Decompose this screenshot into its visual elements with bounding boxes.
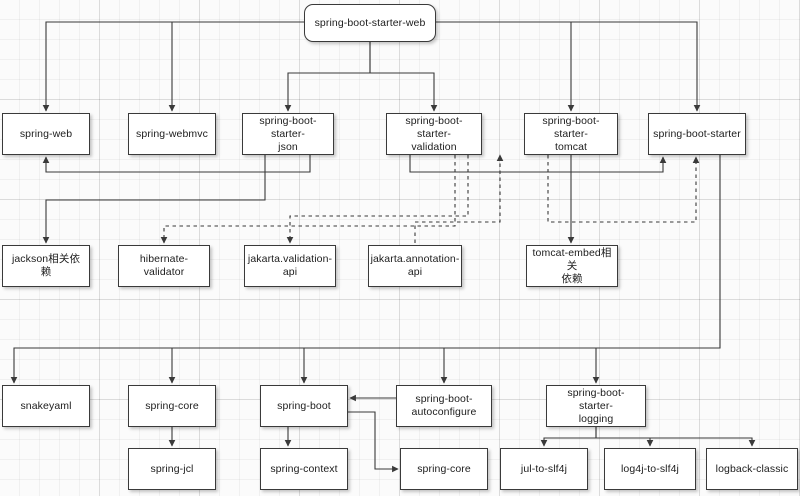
node-spring-jcl[interactable]: spring-jcl [128,448,216,490]
edge-sbs-bus-spring-boot [300,347,720,384]
node-label: tomcat-embed相关 依赖 [532,246,612,285]
node-label: snakeyaml [20,399,72,412]
edge-sbs-logging-log4j-to-slf4j [595,427,654,447]
edge-sbs-bus-sb-autoconfigure [440,347,720,384]
edge-sbs-validation-sbs [409,155,667,173]
node-logback-classic[interactable]: logback-classic [706,448,798,490]
node-label: spring-boot-starter- logging [567,386,625,425]
node-label: spring-boot-starter [653,127,741,140]
edge-sbs-validation-hibernate-validator [160,155,456,244]
edge-sbs-logging-logback-classic [596,437,756,447]
node-label: spring-jcl [150,462,194,475]
node-label: spring-core [417,462,471,475]
node-label: jackson相关依赖 [11,253,81,278]
node-label: spring-boot-starter-web [314,16,426,29]
node-spring-boot-starter-logging[interactable]: spring-boot-starter- logging [546,385,646,427]
node-label: spring-boot- autoconfigure [411,393,477,418]
node-log4j-to-slf4j[interactable]: log4j-to-slf4j [604,448,696,490]
node-spring-core-top[interactable]: spring-core [128,385,216,427]
node-spring-boot-starter-json[interactable]: spring-boot-starter- json [242,113,334,155]
node-snakeyaml[interactable]: snakeyaml [2,385,90,427]
node-label: logback-classic [715,462,789,475]
edge-sbs-validation-jakarta-annotation-api [414,154,504,243]
node-jakarta-annotation-api[interactable]: jakarta.annotation- api [368,245,462,287]
node-spring-boot-starter-tomcat[interactable]: spring-boot-starter- tomcat [524,113,618,155]
edge-sbsw-spring-web [42,21,304,112]
edge-sbsw-sbs-json [284,42,371,112]
node-hibernate-validator[interactable]: hibernate-validator [118,245,210,287]
node-jakarta-validation-api[interactable]: jakarta.validation- api [244,245,336,287]
edge-sbs-logging-jul-to-slf4j [540,427,597,447]
node-spring-boot-autoconfigure[interactable]: spring-boot- autoconfigure [396,385,492,427]
node-spring-core-bottom[interactable]: spring-core [400,448,488,490]
node-label: jul-to-slf4j [520,462,568,475]
node-label: jakarta.annotation- api [370,253,460,278]
node-spring-context[interactable]: spring-context [260,448,348,490]
node-spring-boot[interactable]: spring-boot [260,385,348,427]
node-label: hibernate-validator [139,253,189,278]
edge-sbs-bus-spring-core1 [168,347,720,384]
node-label: spring-boot-starter- json [259,114,317,153]
node-jackson-deps[interactable]: jackson相关依赖 [2,245,90,287]
edge-sbsw-spring-webmvc [168,21,304,112]
node-spring-web[interactable]: spring-web [2,113,90,155]
node-label: spring-core [145,399,199,412]
node-label: spring-web [19,127,73,140]
node-label: log4j-to-slf4j [620,462,679,475]
edge-sbs-json-spring-web [42,155,311,173]
node-label: jakarta.validation- api [247,253,333,278]
node-label: spring-context [270,462,338,475]
node-spring-webmvc[interactable]: spring-webmvc [128,113,216,155]
edge-sbs-validation-jakarta-validation-api [286,155,469,244]
edge-sbsw-sbs [436,21,701,112]
node-spring-boot-starter-validation[interactable]: spring-boot-starter- validation [386,113,482,155]
node-tomcat-embed-deps[interactable]: tomcat-embed相关 依赖 [526,245,618,287]
edge-sbs-tomcat-sbs [547,155,700,223]
edge-sbs-bus-sbs-logging [592,347,720,384]
node-label: spring-boot-starter- validation [405,114,463,153]
edge-sbsw-sbs-validation [369,42,438,112]
edge-sbs-json-jackson [42,155,266,244]
edge-spring-boot-spring-core2 [348,411,399,473]
node-jul-to-slf4j[interactable]: jul-to-slf4j [500,448,588,490]
node-spring-boot-starter-web[interactable]: spring-boot-starter-web [304,4,436,42]
node-label: spring-webmvc [136,127,208,140]
node-label: spring-boot-starter- tomcat [542,114,600,153]
node-label: spring-boot [277,399,331,412]
edge-sbsw-sbs-tomcat [436,21,575,112]
node-spring-boot-starter[interactable]: spring-boot-starter [648,113,746,155]
